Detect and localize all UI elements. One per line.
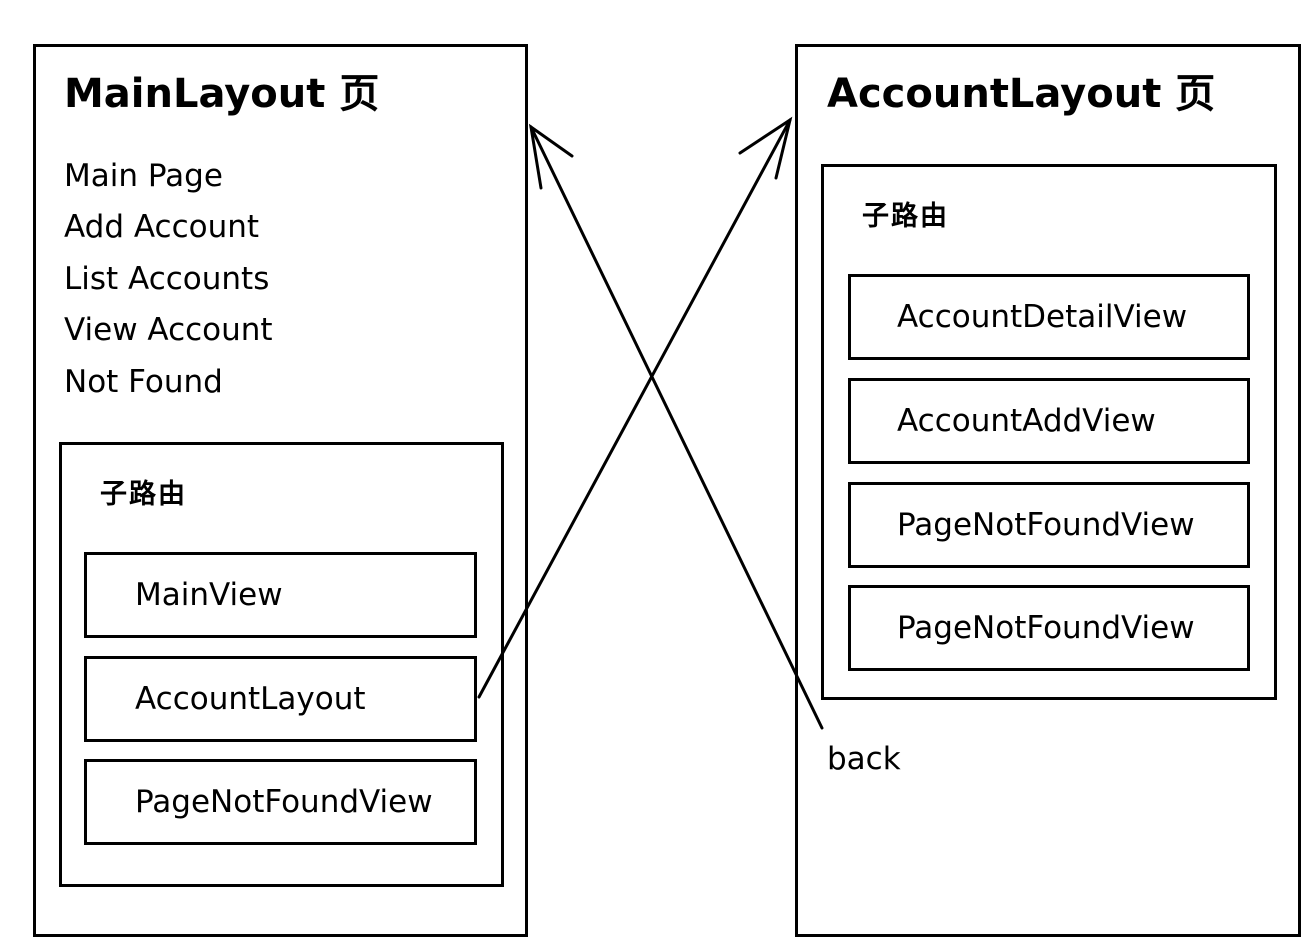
route-main-view: MainView xyxy=(84,552,477,638)
route-page-not-found-view: PageNotFoundView xyxy=(84,759,477,845)
account-layout-title: AccountLayout 页 xyxy=(827,71,1216,117)
main-layout-title: MainLayout 页 xyxy=(64,71,380,117)
main-child-routes-title: 子路由 xyxy=(100,479,187,510)
arrowhead-to-account-layout xyxy=(738,116,793,180)
not-found-link[interactable]: Not Found xyxy=(64,364,223,400)
route-account-add-view: AccountAddView xyxy=(848,378,1250,464)
list-accounts-link[interactable]: List Accounts xyxy=(64,261,270,297)
arrow-back-to-main-layout xyxy=(529,125,824,730)
main-page-link[interactable]: Main Page xyxy=(64,158,223,194)
route-account-detail-view: AccountDetailView xyxy=(848,274,1250,360)
view-account-link[interactable]: View Account xyxy=(64,312,273,348)
add-account-link[interactable]: Add Account xyxy=(64,209,260,245)
arrowhead-to-main-layout xyxy=(528,123,574,190)
account-child-routes-title: 子路由 xyxy=(862,201,949,232)
route-page-not-found-view-1: PageNotFoundView xyxy=(848,482,1250,568)
back-link[interactable]: back xyxy=(827,741,901,777)
route-account-layout: AccountLayout xyxy=(84,656,477,742)
route-page-not-found-view-2: PageNotFoundView xyxy=(848,585,1250,671)
